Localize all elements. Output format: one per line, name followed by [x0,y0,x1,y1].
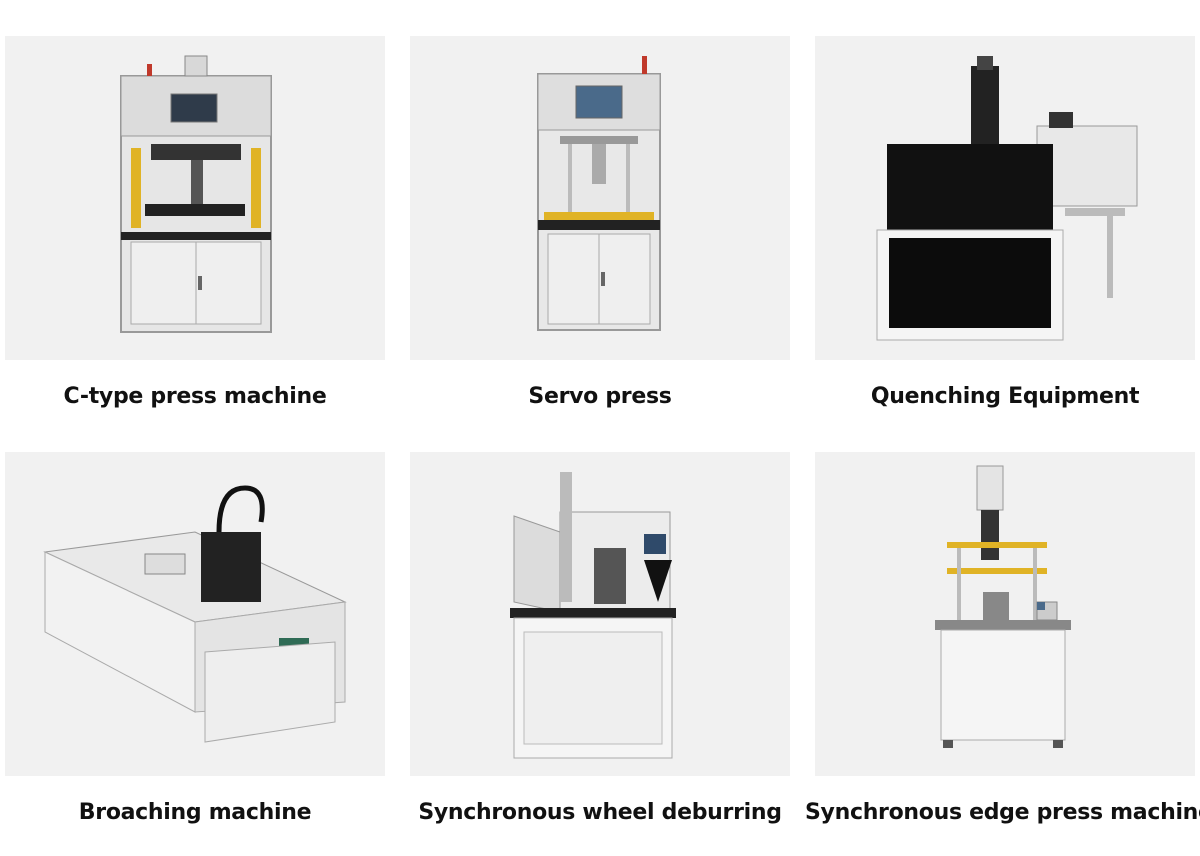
product-label[interactable]: Quenching Equipment [870,384,1140,409]
product-label[interactable]: C-type press machine [63,384,327,409]
product-image-synchronous-edge-press-machine[interactable] [815,452,1195,776]
product-label[interactable]: Servo press [528,384,672,409]
product-image-synchronous-wheel-deburring[interactable] [410,452,790,776]
product-image-servo-press[interactable] [410,36,790,360]
product-label[interactable]: Synchronous edge press machine [805,800,1200,825]
product-label[interactable]: Broaching machine [78,800,312,825]
product-label[interactable]: Synchronous wheel deburring [418,800,782,825]
product-image-quenching-equipment[interactable] [815,36,1195,360]
product-image-broaching-machine[interactable] [5,452,385,776]
product-image-c-type-press[interactable] [5,36,385,360]
